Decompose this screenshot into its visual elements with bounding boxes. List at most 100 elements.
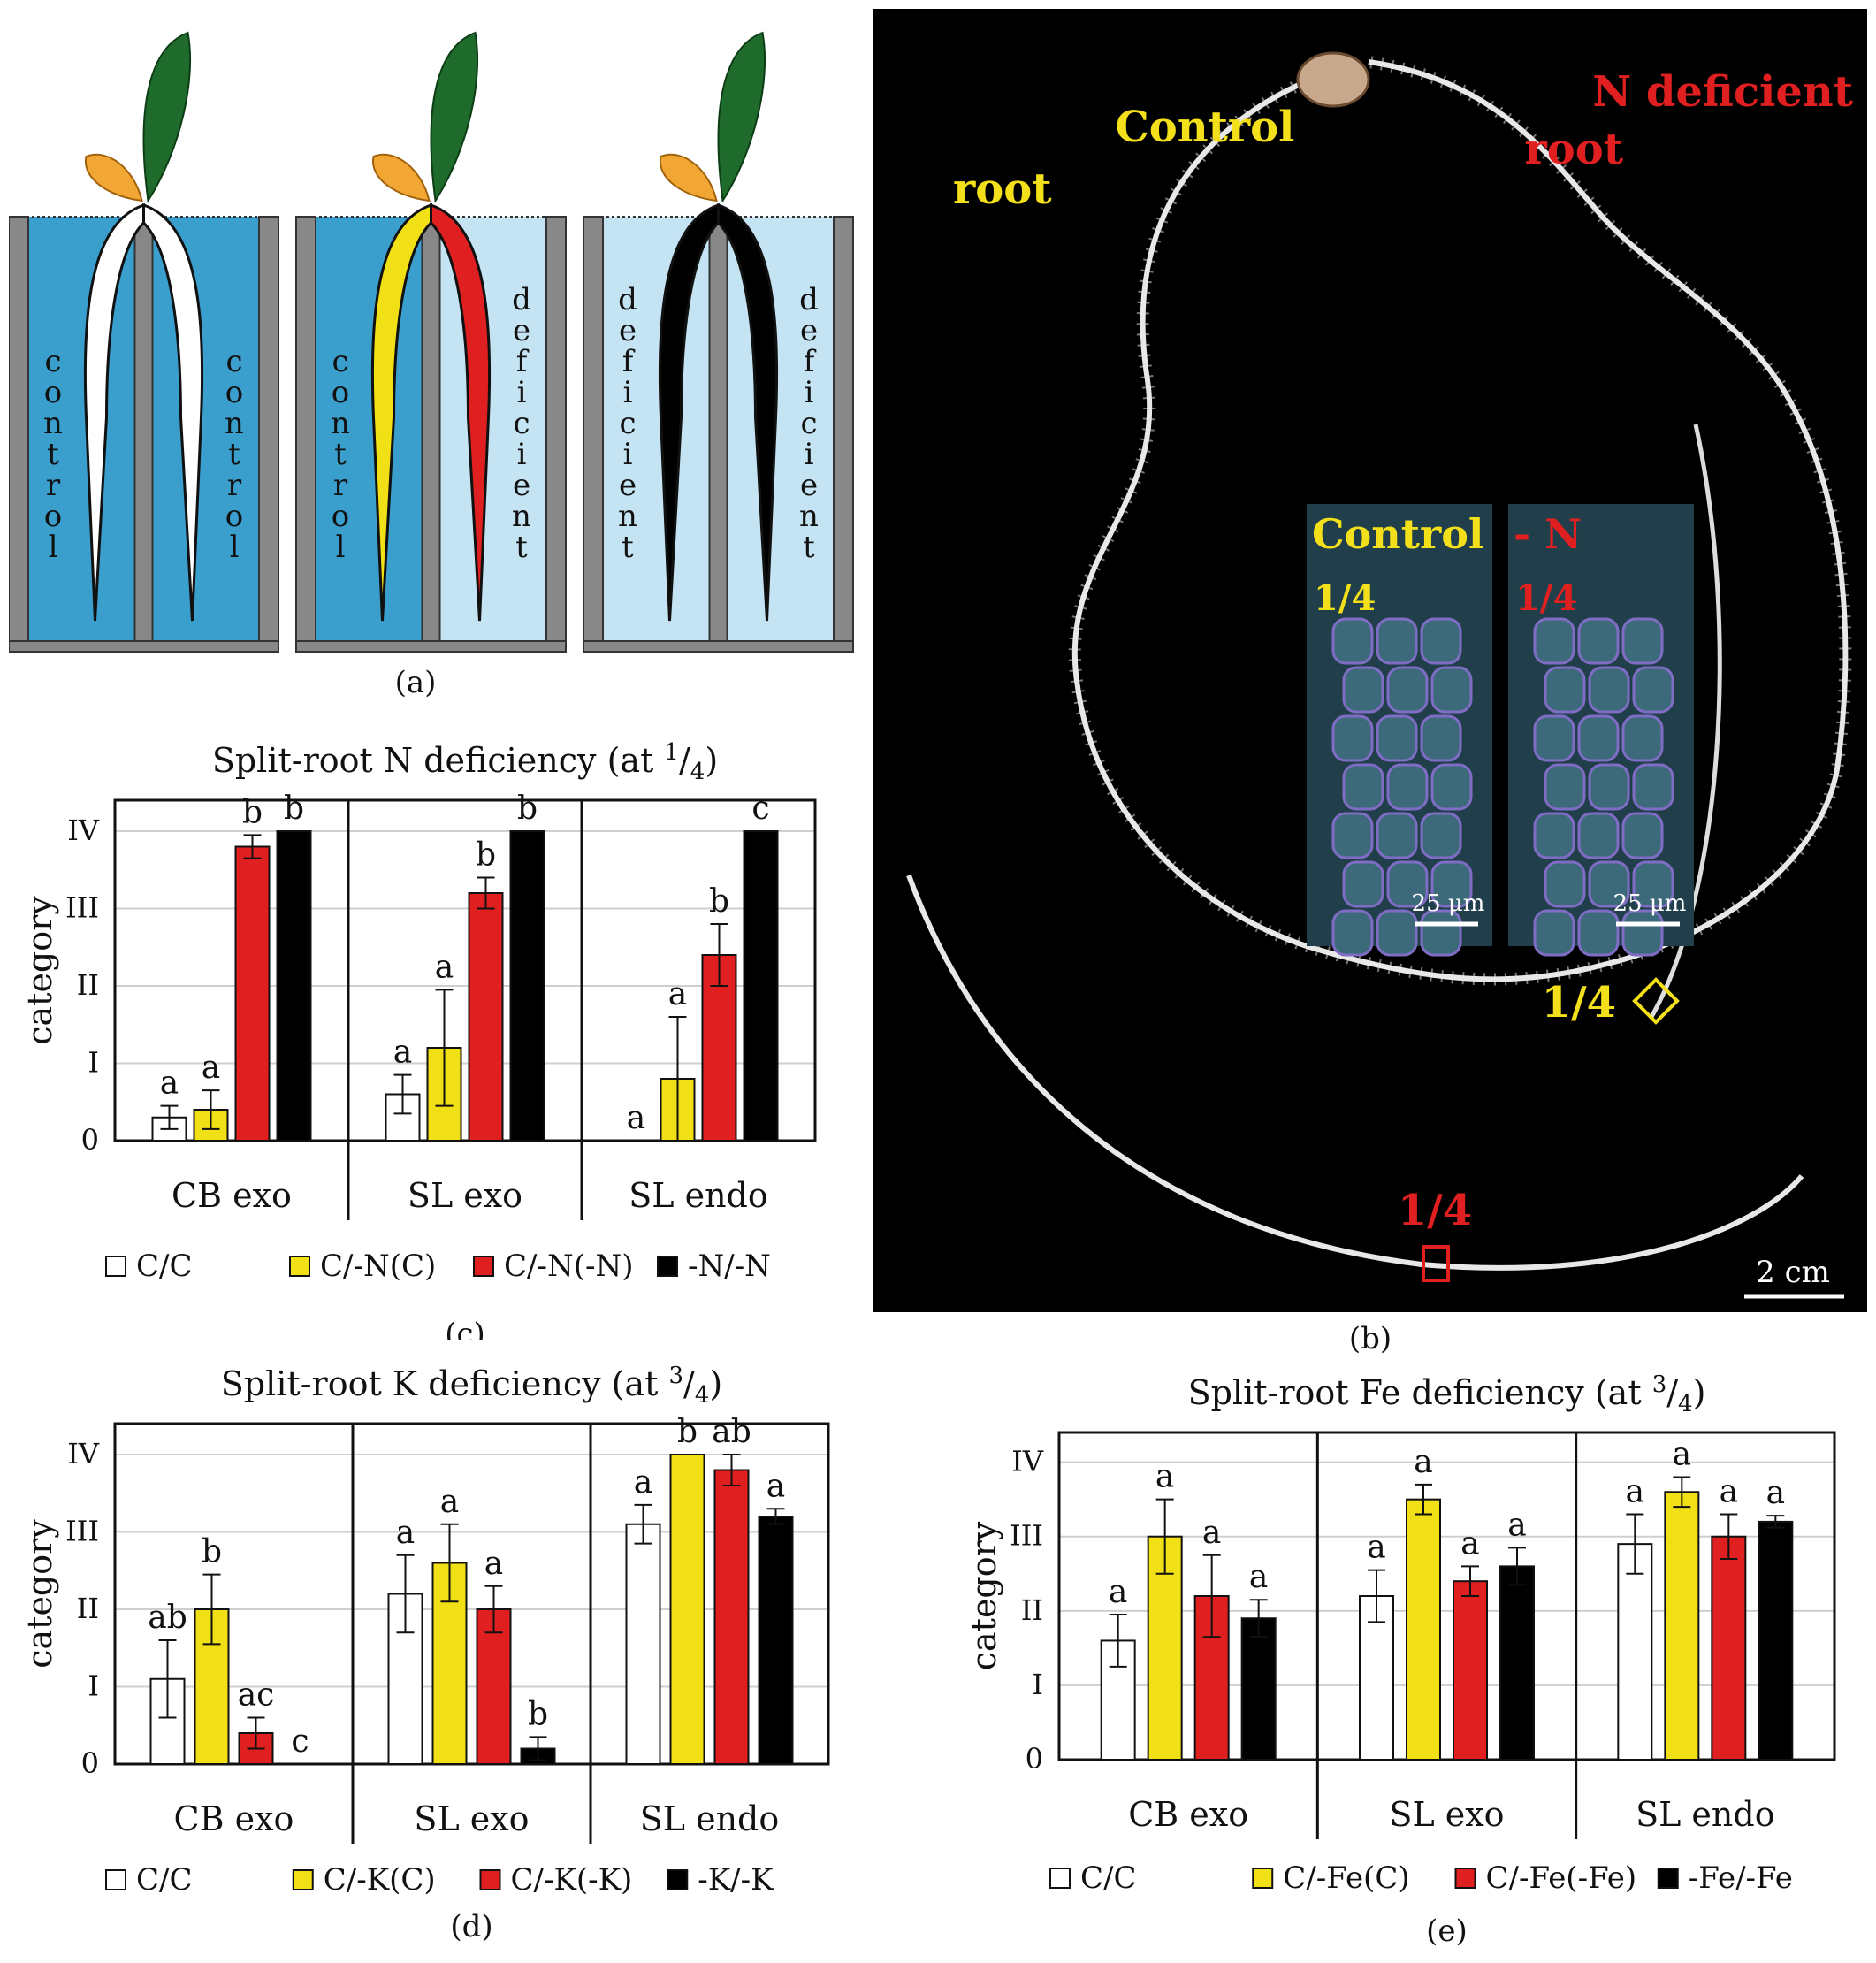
- group-label: CB exo: [174, 1799, 294, 1838]
- pot-label-right-letter: n: [225, 406, 244, 441]
- micrograph-cell: [1621, 909, 1664, 957]
- significance-letter: a: [1414, 1444, 1432, 1480]
- pot-label-right-letter: n: [512, 499, 531, 534]
- y-axis-label: category: [965, 1521, 1003, 1670]
- pot-label-right-letter: e: [800, 468, 818, 503]
- chart-caption: (d): [450, 1909, 492, 1944]
- legend-label: -K/-K: [698, 1862, 774, 1898]
- significance-letter: a: [1460, 1525, 1479, 1562]
- legend-swatch: [289, 1256, 310, 1277]
- chart-title-sup: 3: [669, 1363, 684, 1389]
- n-deficient-label: N deficient: [1592, 67, 1853, 117]
- significance-letter: a: [1155, 1459, 1174, 1495]
- bar: [743, 830, 779, 1142]
- pot-label-left-letter: e: [619, 468, 637, 503]
- micrograph-cell: [1430, 763, 1473, 811]
- y-tick-label: I: [1032, 1668, 1043, 1701]
- plot-frame: [113, 1422, 830, 1766]
- y-axis-label: category: [20, 1519, 59, 1669]
- micrograph-cell: [1621, 617, 1664, 665]
- legend-swatch: [105, 1256, 126, 1277]
- chart-k-deficiency: Split-root K deficiency (at 3/4)0IIIIIII…: [20, 1363, 830, 1944]
- control-root-label: Control: [1116, 103, 1295, 152]
- pot-base: [583, 640, 854, 653]
- micrograph-cell: [1430, 860, 1473, 908]
- chart-title-main: Split-root N deficiency (at: [212, 741, 665, 780]
- micrograph-cell: [1533, 714, 1575, 762]
- bar: [625, 1523, 661, 1765]
- root-right: [430, 202, 492, 622]
- chart-caption: (c): [445, 1317, 485, 1340]
- chart-title-slash: /: [679, 741, 690, 780]
- bar: [476, 1608, 512, 1765]
- legend-swatch: [479, 1869, 501, 1890]
- micrograph-cell: [1632, 763, 1674, 811]
- micrograph-cell: [1386, 763, 1429, 811]
- pot-label-right-letter: c: [800, 406, 817, 441]
- chart-title-slash: /: [683, 1364, 695, 1403]
- chart-title: Split-root N deficiency (at 1/4): [212, 739, 718, 785]
- micrograph-cell: [1420, 909, 1462, 957]
- y-tick-label: III: [65, 1515, 99, 1548]
- legend-label: C/C: [1080, 1860, 1136, 1896]
- micrograph-cell: [1331, 909, 1374, 957]
- chart-title-sub: 4: [695, 1382, 710, 1409]
- pot-label-left-letter: d: [618, 282, 637, 317]
- pot-label-left-letter: l: [49, 530, 58, 565]
- micrograph-cell: [1420, 714, 1462, 762]
- legend-swatch: [657, 1256, 678, 1277]
- chart-title-sup: 1: [664, 739, 679, 766]
- bar: [1664, 1491, 1700, 1761]
- plot-frame: [1057, 1431, 1836, 1761]
- control-root-label: root: [953, 164, 1052, 214]
- chart-caption: (e): [1426, 1913, 1468, 1949]
- micrograph-cell: [1632, 666, 1674, 714]
- pot-label-left-letter: f: [622, 344, 636, 379]
- micrograph-cell: [1588, 763, 1630, 811]
- pot-label-left-letter: n: [618, 499, 637, 534]
- pot-wall-left: [9, 216, 29, 642]
- pot-wall-right: [833, 216, 854, 642]
- bar: [1617, 1543, 1653, 1761]
- pot-label-right-letter: f: [804, 344, 817, 379]
- significance-letter: a: [766, 1468, 785, 1504]
- bar: [1758, 1520, 1794, 1761]
- legend-label: C/-K(C): [324, 1862, 436, 1898]
- n-deficient-label: root: [1525, 125, 1624, 174]
- bar: [1406, 1498, 1441, 1761]
- group-label: SL endo: [640, 1799, 780, 1838]
- inset-minus-n: - N1/425 μm: [1508, 504, 1694, 957]
- pot-label-left-letter: r: [46, 468, 61, 503]
- micrograph-cell: [1533, 812, 1575, 859]
- significance-letter: c: [291, 1723, 309, 1760]
- chart-title-slash: /: [1666, 1373, 1678, 1412]
- seedling-leaf: [430, 31, 479, 203]
- significance-letter: c: [751, 791, 769, 827]
- seedling-cotyledon: [85, 153, 143, 202]
- y-tick-label: III: [65, 891, 99, 925]
- significance-letter: b: [709, 883, 729, 920]
- pot-wall-right: [545, 216, 567, 642]
- group-label: SL endo: [629, 1176, 768, 1215]
- significance-letter: a: [160, 1066, 179, 1102]
- legend-label: C/-K(-K): [511, 1862, 633, 1898]
- chart-n-deficiency: Split-root N deficiency (at 1/4)0IIIIIII…: [20, 739, 817, 1340]
- micrograph-cell: [1376, 617, 1418, 665]
- micrograph-cell: [1376, 812, 1418, 859]
- group-label: CB exo: [1128, 1795, 1248, 1834]
- group-label: SL exo: [408, 1176, 522, 1215]
- inset-control-label: Control: [1312, 510, 1483, 558]
- legend-swatch: [667, 1869, 689, 1890]
- group-label: SL endo: [1636, 1795, 1775, 1834]
- micrograph-cell: [1533, 617, 1575, 665]
- inset-control-fraction: 1/4: [1314, 577, 1376, 619]
- pot-label-right-letter: t: [515, 530, 528, 565]
- significance-letter: a: [1626, 1474, 1644, 1510]
- pot-wall-left: [295, 216, 316, 642]
- root-right: [717, 202, 779, 622]
- significance-letter: b: [476, 837, 496, 874]
